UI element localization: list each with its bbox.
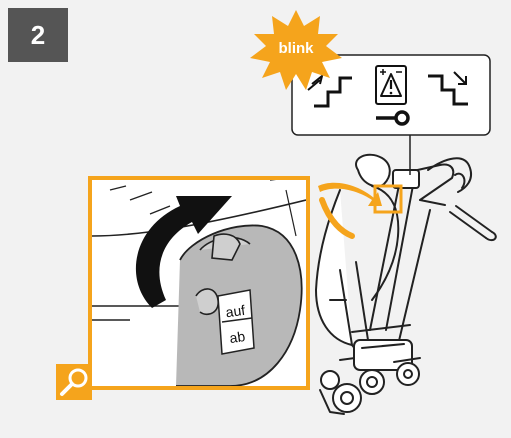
- key-icon: [376, 110, 410, 126]
- zoom-detail-panel: auf ab: [56, 176, 310, 400]
- rotation-arrow-icon: [135, 196, 232, 308]
- magnifier-icon: [56, 364, 92, 400]
- label-up: auf: [225, 302, 247, 321]
- stairs-down-icon: [428, 71, 468, 106]
- label-down: ab: [228, 328, 246, 346]
- stair-climber-device: [315, 153, 497, 415]
- blink-label: blink: [278, 40, 314, 57]
- step-number: 2: [30, 19, 46, 50]
- step-number-badge: 2: [8, 8, 68, 62]
- blink-starburst: blink: [250, 10, 342, 90]
- direction-label-plate: auf ab: [217, 289, 255, 355]
- battery-warning-icon: [375, 65, 407, 105]
- zoom-pointer-arrow: [318, 182, 382, 206]
